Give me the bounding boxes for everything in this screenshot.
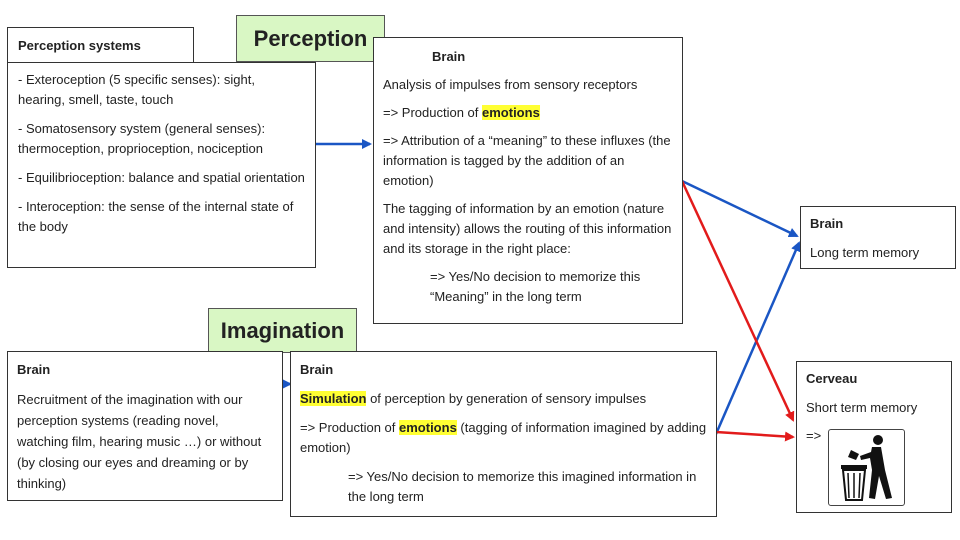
brain-recruitment-box: Brain Recruitment of the imagination wit… <box>7 351 283 501</box>
highlight-simulation: Simulation <box>300 391 367 406</box>
perception-label: Perception <box>236 15 385 62</box>
brain-perception-line: The tagging of information by an emotion… <box>383 201 672 256</box>
imagination-label: Imagination <box>208 308 357 353</box>
imagination-brain-title: Brain <box>300 362 334 377</box>
brain-perception-box: Brain Analysis of impulses from sensory … <box>373 37 683 324</box>
long-term-title: Brain <box>810 216 844 231</box>
perception-item: - Somatosensory system (general senses):… <box>18 121 266 156</box>
recruitment-title: Brain <box>17 362 51 377</box>
recruitment-text: Recruitment of the imagination with our … <box>17 392 262 491</box>
perception-item: - Exteroception (5 specific senses): sig… <box>18 72 255 107</box>
highlight-emotions: emotions <box>482 105 540 120</box>
long-term-text: Long term memory <box>810 245 920 260</box>
brain-perception-line: Analysis of impulses from sensory recept… <box>383 77 638 92</box>
trash-bin-icon <box>828 429 905 506</box>
arrow-brain-to-long-term <box>681 179 799 238</box>
brain-perception-decision: => Yes/No decision to memorize this “Mea… <box>430 269 641 304</box>
perception-item: - Interoception: the sense of the intern… <box>18 199 294 234</box>
brain-perception-emotions-line: => Production of emotions <box>383 105 540 120</box>
imagination-decision: => Yes/No decision to memorize this imag… <box>348 469 697 504</box>
imagination-emotions-line: => Production of emotions (tagging of in… <box>300 420 707 455</box>
perception-systems-box: - Exteroception (5 specific senses): sig… <box>7 62 316 268</box>
long-term-memory-box: Brain Long term memory <box>800 206 956 269</box>
brain-imagination-box: Brain Simulation of perception by genera… <box>290 351 717 517</box>
arrow-imagination-to-long-term <box>714 241 801 435</box>
perception-item: - Equilibrioception: balance and spatial… <box>18 170 305 185</box>
perception-systems-title-box: Perception systems <box>7 27 194 63</box>
brain-perception-title: Brain <box>432 49 466 64</box>
cerveau-title: Cerveau <box>806 371 858 386</box>
highlight-emotions: emotions <box>399 420 457 435</box>
brain-perception-line: => Attribution of a “meaning” to these i… <box>383 133 671 188</box>
perception-systems-title: Perception systems <box>18 38 141 53</box>
short-term-arrow-text: => <box>806 428 822 443</box>
arrow-imagination-to-short-term <box>715 430 795 442</box>
imagination-simulation-line: Simulation of perception by generation o… <box>300 391 647 406</box>
short-term-text: Short term memory <box>806 400 918 415</box>
